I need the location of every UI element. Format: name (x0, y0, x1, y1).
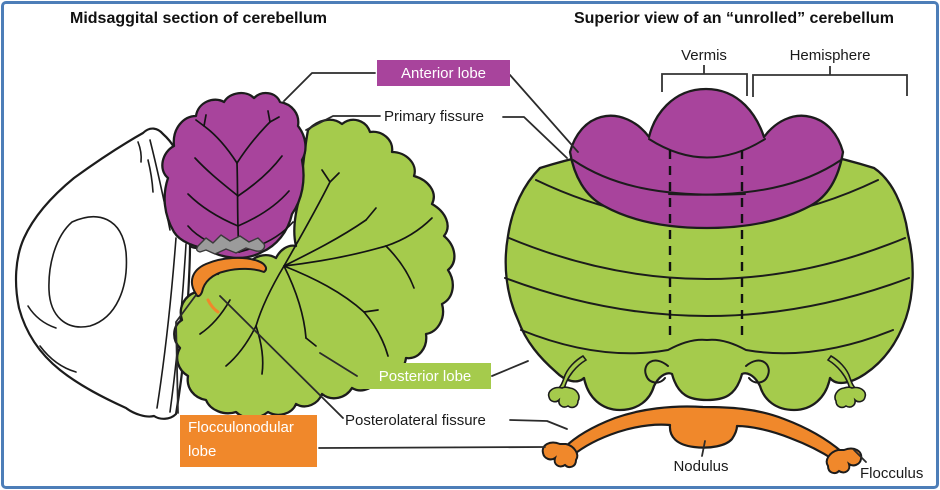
flocculonodular-line-up (175, 294, 197, 414)
hemisphere-bracket (752, 66, 908, 97)
flocculus-hand-left (541, 441, 579, 469)
primary-line-left (305, 115, 381, 131)
primary-line-right (502, 116, 568, 159)
anterior-lobe-unrolled (568, 87, 845, 230)
posterior-line-left (319, 352, 358, 377)
hemisphere-label: Hemisphere (789, 47, 871, 64)
vermis-bracket (661, 65, 748, 96)
flocculus-line (853, 449, 867, 463)
left-panel-title: Midsaggital section of cerebellum (70, 10, 327, 27)
nodulus-line (701, 440, 706, 457)
green-hand-right (834, 386, 867, 409)
right-panel-title: Superior view of an “unrolled” cerebellu… (573, 10, 895, 27)
anterior-line-left (283, 72, 376, 102)
anterior-line-right (509, 74, 579, 153)
posterior-lobe-label: Posterior lobe (359, 363, 491, 389)
flocculus-label: Flocculus (860, 465, 924, 482)
nodulus-label: Nodulus (673, 458, 729, 475)
flocculonodular-unrolled (541, 405, 863, 475)
primary-fissure-label: Primary fissure (384, 108, 485, 125)
posterior-line-right (491, 360, 529, 377)
posterior-lobe-section (173, 118, 456, 420)
posterolateral-line-right (509, 419, 568, 430)
anterior-lobe-label: Anterior lobe (377, 60, 510, 86)
flocculonodular-section (190, 256, 267, 314)
flocculonodular-line-right (318, 446, 546, 449)
callout-lines (175, 72, 867, 463)
flocculonodular-lobe-label: Flocculonodular lobe (180, 415, 317, 467)
gray-structure (196, 234, 266, 255)
posterolateral-fissure-label: Posterolateral fissure (345, 412, 486, 429)
posterolateral-line-left (219, 295, 344, 419)
green-hand-left (547, 386, 580, 409)
anterior-lobe-section (161, 91, 307, 260)
anterior-inner-arcs (572, 138, 842, 196)
vermis-label: Vermis (681, 47, 727, 64)
